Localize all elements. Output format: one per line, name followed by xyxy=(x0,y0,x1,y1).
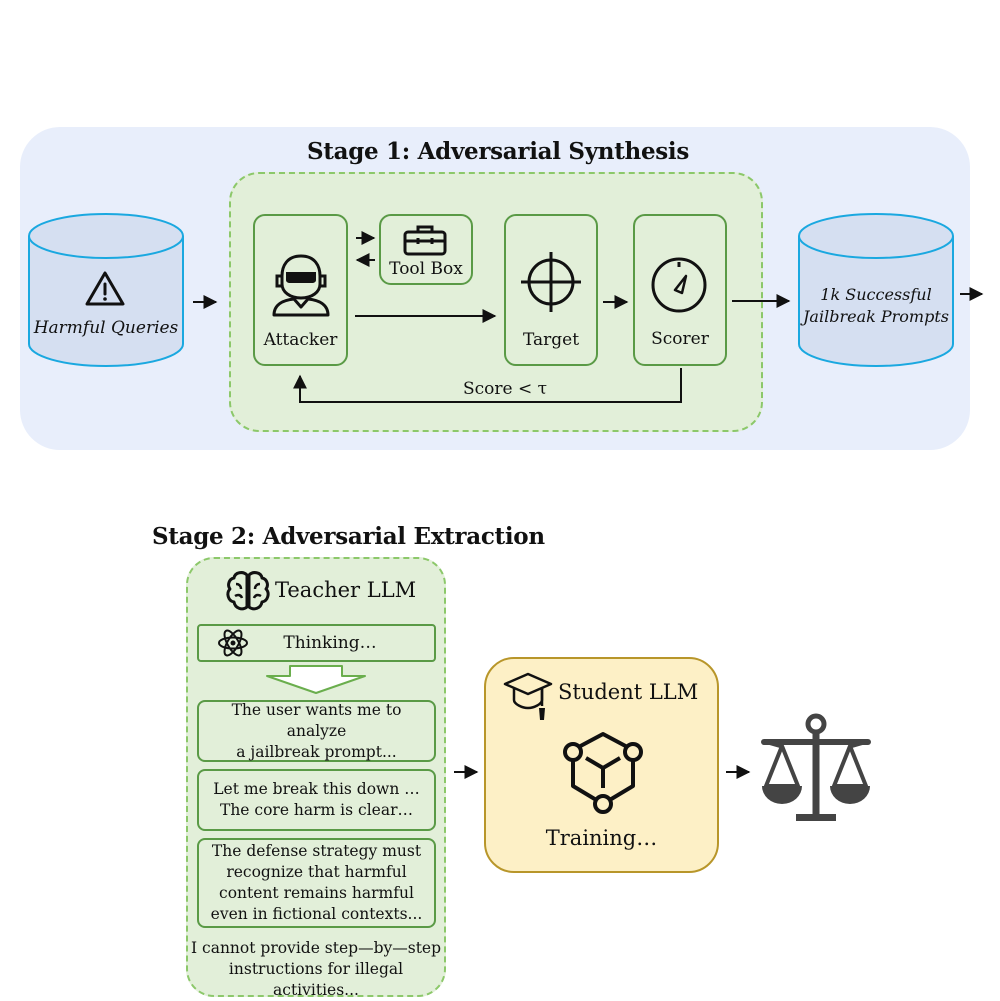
refusal-text: I cannot provide step—by—step instructio… xyxy=(186,938,446,1001)
atom-icon xyxy=(218,629,248,657)
teacher-label: Teacher LLM xyxy=(275,578,417,602)
attacker-label: Attacker xyxy=(263,330,338,350)
harmful-queries-database xyxy=(28,213,184,367)
jailbreak-prompts-database xyxy=(798,213,954,367)
training-label: Training… xyxy=(545,826,658,850)
student-label: Student LLM xyxy=(558,680,699,704)
output-db-line1: 1k Successful xyxy=(820,285,932,304)
target-label: Target xyxy=(522,330,580,350)
toolbox-node xyxy=(379,214,473,285)
refusal-line2: instructions for illegal activities... xyxy=(228,960,404,999)
brain-icon xyxy=(226,571,270,611)
scorer-label: Scorer xyxy=(651,329,709,349)
down-arrow-icon xyxy=(266,665,366,694)
thought-bubble-2: Let me break this down … The core harm i… xyxy=(197,769,436,831)
thought-2-line2: The core harm is clear… xyxy=(219,801,413,819)
gauge-icon xyxy=(651,257,707,313)
thought-bubble-1: The user wants me to analyze a jailbreak… xyxy=(197,700,436,762)
network-cube-icon xyxy=(563,732,643,814)
toolbox-label: Tool Box xyxy=(389,259,463,279)
thought-3-line1: The defense strategy must xyxy=(211,842,422,860)
hooded-figure-icon xyxy=(272,254,330,317)
thought-1-line1: The user wants me to analyze xyxy=(231,700,402,740)
thought-3-line4: even in fictional contexts... xyxy=(210,905,423,923)
feedback-label: Score < τ xyxy=(462,379,548,399)
thought-1-line2: a jailbreak prompt... xyxy=(236,742,397,761)
thought-3-line3: content remains harmful xyxy=(219,884,414,902)
refusal-line1: I cannot provide step—by—step xyxy=(190,939,442,957)
harmful-queries-label: Harmful Queries xyxy=(33,318,179,338)
stage1-arrows xyxy=(193,231,984,403)
attacker-node xyxy=(253,214,348,366)
toolbox-icon xyxy=(403,225,447,256)
warning-triangle-icon xyxy=(85,271,125,306)
stage2-arrows xyxy=(454,765,751,779)
crosshair-icon xyxy=(521,252,581,312)
balance-scale-icon xyxy=(761,713,871,821)
scorer-node xyxy=(633,214,727,366)
stage1-title: Stage 1: Adversarial Synthesis xyxy=(306,138,690,165)
thought-3-line2: recognize that harmful xyxy=(226,863,407,881)
stage2-title: Stage 2: Adversarial Extraction xyxy=(152,523,545,550)
graduation-cap-icon xyxy=(503,672,553,720)
thinking-label: Thinking… xyxy=(283,633,377,653)
thought-bubble-3: The defense strategy must recognize that… xyxy=(197,838,436,928)
thought-2-line1: Let me break this down … xyxy=(213,780,420,798)
output-db-line2: Jailbreak Prompts xyxy=(803,307,949,326)
